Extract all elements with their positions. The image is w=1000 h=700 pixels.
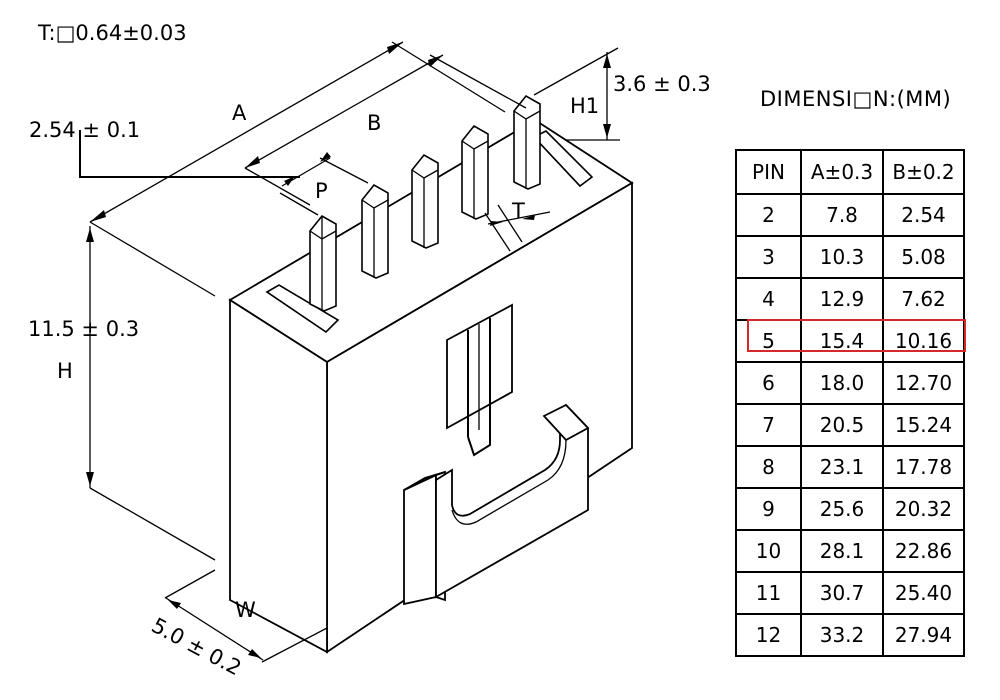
- header-a: A±0.3: [800, 149, 884, 195]
- pin-cell: 8: [735, 445, 802, 489]
- pin-cell: 9: [735, 487, 802, 531]
- b-cell: 10.16: [882, 319, 965, 363]
- label-t: T: [511, 199, 525, 223]
- pin-cell: 3: [735, 235, 802, 279]
- a-cell: 20.5: [800, 403, 884, 447]
- dimension-w: [164, 569, 328, 663]
- b-cell: 25.40: [882, 571, 965, 615]
- h-note: 11.5 ± 0.3: [28, 317, 139, 341]
- pin-3: [411, 153, 439, 249]
- b-cell: 15.24: [882, 403, 965, 447]
- pitch-leader: [79, 130, 300, 178]
- pitch-note: 2.54 ± 0.1: [29, 118, 140, 142]
- b-cell: 5.08: [882, 235, 965, 279]
- h1-note: 3.6 ± 0.3: [613, 72, 711, 96]
- hook-block: [403, 473, 437, 606]
- pin-cell: 6: [735, 361, 802, 405]
- pin-4: [461, 124, 489, 220]
- label-b: B: [367, 111, 381, 135]
- pin-cell: 10: [735, 529, 802, 573]
- a-cell: 23.1: [800, 445, 884, 489]
- pin-cell: 2: [735, 193, 802, 237]
- a-cell: 28.1: [800, 529, 884, 573]
- pin-2: [361, 183, 389, 279]
- pin-5: [513, 94, 541, 190]
- a-cell: 12.9: [800, 277, 884, 321]
- b-cell: 27.94: [882, 613, 965, 657]
- pin-cell: 11: [735, 571, 802, 615]
- label-h1: H1: [570, 94, 599, 118]
- pin-cell: 7: [735, 403, 802, 447]
- pin-1: [309, 214, 337, 312]
- thickness-note: T:□0.64±0.03: [37, 21, 187, 45]
- a-cell: 15.4: [800, 319, 884, 363]
- a-cell: 10.3: [800, 235, 884, 279]
- dimension-h1: [533, 47, 620, 141]
- a-cell: 25.6: [800, 487, 884, 531]
- dimension-t: [484, 204, 551, 252]
- connector-drawing: T:□0.64±0.03: [28, 21, 711, 680]
- pin-cell: 12: [735, 613, 802, 657]
- b-cell: 12.70: [882, 361, 965, 405]
- b-cell: 22.86: [882, 529, 965, 573]
- label-p: P: [315, 179, 328, 203]
- a-cell: 18.0: [800, 361, 884, 405]
- pin-cell: 5: [735, 319, 802, 363]
- dimension-h: [86, 226, 216, 561]
- body-front-face: [229, 298, 328, 654]
- label-h: H: [57, 359, 73, 383]
- label-w: W: [235, 598, 256, 622]
- w-note: 5.0 ± 0.2: [148, 613, 246, 680]
- a-cell: 30.7: [800, 571, 884, 615]
- b-cell: 20.32: [882, 487, 965, 531]
- b-cell: 7.62: [882, 277, 965, 321]
- a-cell: 33.2: [800, 613, 884, 657]
- dimension-b: [244, 54, 527, 206]
- header-b: B±0.2: [882, 149, 965, 195]
- header-pin: PIN: [735, 149, 802, 195]
- b-cell: 17.78: [882, 445, 965, 489]
- dimension-a: [89, 41, 506, 297]
- dimension-p: [279, 152, 369, 216]
- a-cell: 7.8: [800, 193, 884, 237]
- b-cell: 2.54: [882, 193, 965, 237]
- label-a: A: [232, 101, 247, 125]
- table-title: DIMENSI□N:(MM): [760, 87, 952, 111]
- table-header-row: PIN A±0.3 B±0.2: [735, 149, 965, 195]
- pin-cell: 4: [735, 277, 802, 321]
